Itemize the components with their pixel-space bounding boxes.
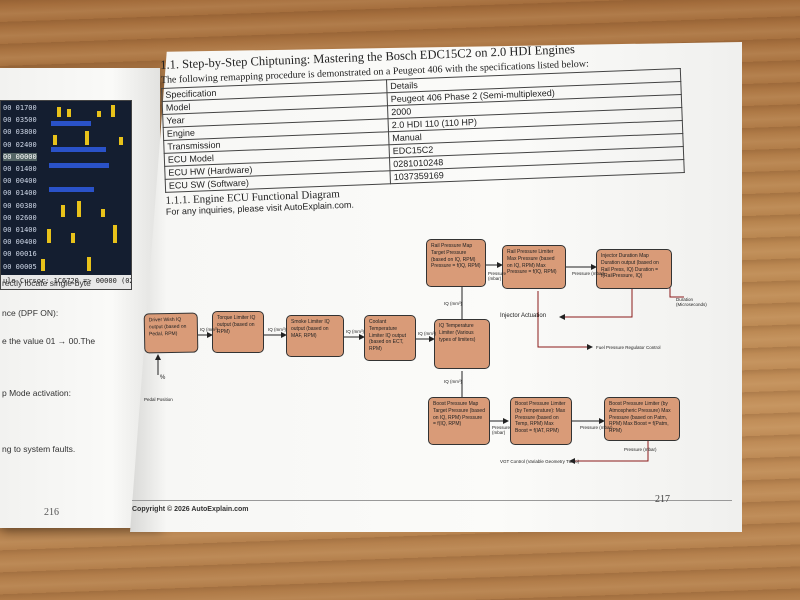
map-bar xyxy=(101,209,105,217)
map-bar xyxy=(61,205,65,217)
copyright-text: Copyright © 2026 AutoExplain.com xyxy=(132,506,249,513)
duration-arrow xyxy=(669,287,684,298)
vgt-control-label: VGT Control (Variable Geometry Turbo) xyxy=(500,459,580,464)
left-text-line: nce (DPF ON): xyxy=(2,308,59,318)
left-text-line: p Mode activation: xyxy=(2,388,71,398)
smoke-limiter-node: Smoke Limiter IQ output (based on MAF, R… xyxy=(286,315,344,357)
driver-wish-node: Driver Wish IQ output (based on Pedal, R… xyxy=(143,312,199,354)
vgt-arrow xyxy=(569,441,649,464)
hex-row: 00 00005 xyxy=(3,262,37,271)
map-bar xyxy=(57,107,61,117)
iq-label: IQ (mm³) xyxy=(444,379,462,384)
map-bar xyxy=(53,135,57,145)
hex-row: 00 00000 xyxy=(3,152,37,161)
map-bar xyxy=(111,105,115,117)
left-page-number: 216 xyxy=(44,507,59,518)
pedal-position-label: Pedal Position xyxy=(144,397,173,402)
pressure-label: Pressure (mbar) xyxy=(488,271,507,281)
injector-actuation-label: Injector Actuation xyxy=(500,313,547,319)
boost-pressure-map-node: Boost Pressure Map Target Pressure (base… xyxy=(428,397,490,445)
ecu-functional-diagram: Driver Wish IQ output (based on Pedal, R… xyxy=(140,235,707,475)
fuel-regulator-arrow xyxy=(537,291,593,350)
hex-row: 00 00400 xyxy=(3,238,37,247)
pressure-label: Pressure (mbar) xyxy=(492,425,511,435)
map-bar xyxy=(51,121,91,126)
map-bar xyxy=(41,259,45,271)
hex-editor-screenshot: 00 01700 00 03500 00 03800 00 02400 00 00000… xyxy=(0,100,132,290)
left-text-line: ng to system faults. xyxy=(2,444,76,454)
hex-row: 00 03500 xyxy=(3,116,37,125)
rail-pressure-map-node: Rail Pressure Map Target Pressure (based… xyxy=(426,239,486,287)
percent-label: % xyxy=(160,375,166,381)
torque-limiter-node: Torque Limiter IQ output (based on RPM) xyxy=(212,311,264,353)
right-page-number: 217 xyxy=(655,494,670,505)
map-bar xyxy=(119,137,123,145)
duration-label: Duration (Microseconds) xyxy=(676,297,707,307)
map-bar xyxy=(67,109,71,117)
iq-label: IQ (mm³) xyxy=(444,301,462,306)
iq-label: IQ (mm³) xyxy=(200,327,218,332)
boost-limiter-temperature-node: Boost Pressure Limiter (by Temperature):… xyxy=(510,397,572,445)
page-header-block: 1.1. Step-by-Step Chiptuning: Mastering … xyxy=(160,38,686,217)
left-book-page: 00 01700 00 03500 00 03800 00 02400 00 00000… xyxy=(0,68,160,528)
iq-label: IQ (mm³) xyxy=(268,327,286,332)
map-bar xyxy=(49,163,109,168)
pressure-label: Pressure (mbar) xyxy=(624,447,657,452)
hex-row: 00 01400 xyxy=(3,189,37,198)
left-text-line: rectly locate single-byte xyxy=(2,278,91,288)
injector-actuation-arrow xyxy=(559,287,633,320)
hex-row: 00 02600 xyxy=(3,213,37,222)
map-bar xyxy=(51,147,106,152)
map-bar xyxy=(113,225,117,243)
fuel-pressure-regulator-label: Fuel Pressure Regulator Control xyxy=(596,345,661,350)
hex-row: 00 00380 xyxy=(3,201,37,210)
footer-rule xyxy=(132,500,732,501)
map-bar xyxy=(49,187,94,192)
iq-label: IQ (mm³) xyxy=(346,329,364,334)
map-bar xyxy=(87,257,91,271)
map-bar xyxy=(47,229,51,243)
hex-row: 00 03800 xyxy=(3,128,37,137)
hex-row: 00 01400 xyxy=(3,226,37,234)
map-bar xyxy=(77,201,81,217)
map-bar xyxy=(97,111,101,117)
hex-row: 00 00400 xyxy=(3,177,37,186)
coolant-limiter-node: Coolant Temperature Limiter IQ output (b… xyxy=(364,315,416,361)
map-bar xyxy=(85,131,89,145)
iq-temperature-limiter-node: IQ Temperature Limiter (Various types of… xyxy=(434,319,490,369)
hex-row: 00 02400 xyxy=(3,140,37,149)
iq-label: IQ (mm³) xyxy=(418,331,436,336)
map-bar xyxy=(71,233,75,243)
diagram-connectors xyxy=(155,262,684,464)
pressure-label: Pressure (mbar) xyxy=(580,425,613,430)
pressure-label: Pressure (mbar) xyxy=(572,271,605,276)
hex-row: 00 00016 xyxy=(3,250,37,259)
hex-row: 00 01700 xyxy=(3,104,37,112)
rail-pressure-limiter-node: Rail Pressure Limiter Max Pressure (base… xyxy=(502,245,566,289)
injector-duration-map-node: Injector Duration Map Duration output (b… xyxy=(596,249,672,289)
hex-status-bar: ule Cursor: 1C6720 => 00000 (02 xyxy=(1,275,131,289)
boost-limiter-atmospheric-node: Boost Pressure Limiter (by Atmospheric P… xyxy=(604,397,680,441)
hex-row: 00 01400 xyxy=(3,165,37,173)
left-text-line: e the value 01 → 00.The xyxy=(2,336,96,346)
